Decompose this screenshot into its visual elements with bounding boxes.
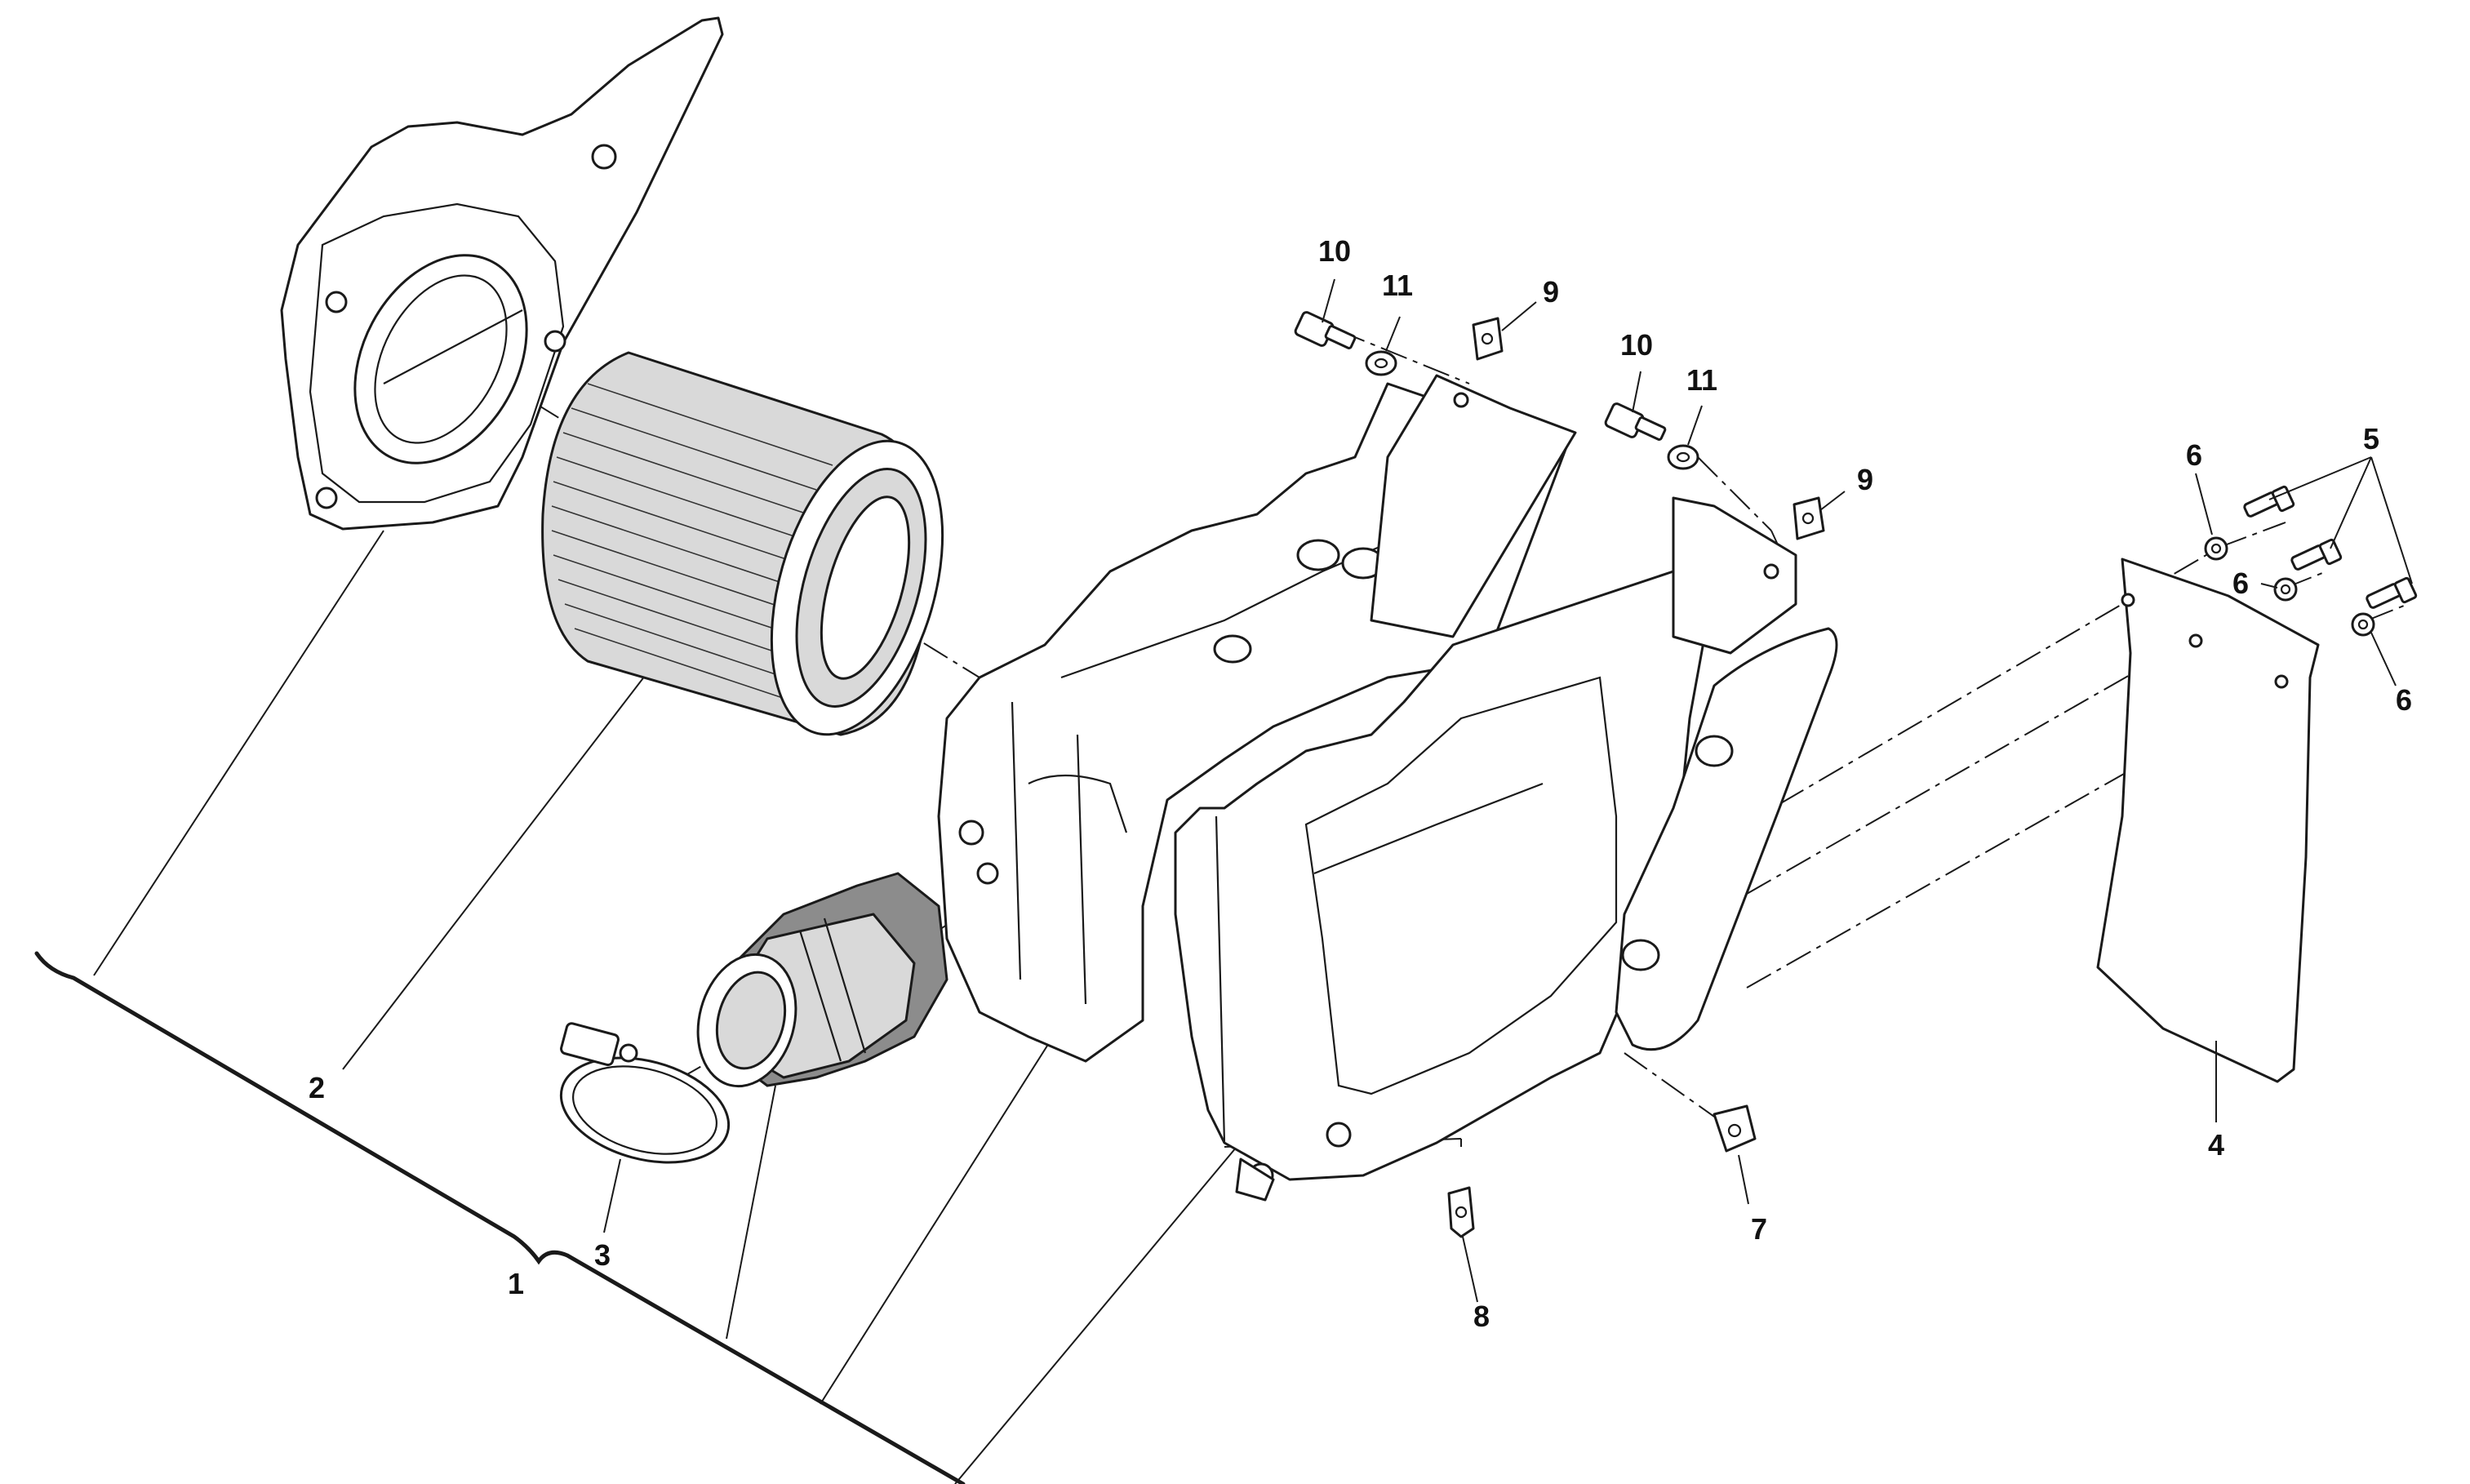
side-panel [2096, 558, 2320, 1083]
leader-lines [93, 530, 2217, 1484]
screw-1 [2243, 485, 2295, 518]
side-bracket [1615, 627, 1838, 1051]
assembly-bracket [34, 951, 966, 1484]
mounting-tab-right [1672, 496, 1797, 655]
callout-6b: 6 [2232, 566, 2249, 600]
intake-boot [696, 872, 948, 1088]
callout-3: 3 [594, 1238, 611, 1272]
hose-clamp [559, 1022, 731, 1164]
filter-pleats [551, 383, 833, 711]
callout-11a: 11 [1382, 269, 1413, 302]
washers-11 [1365, 350, 1699, 470]
screw-3 [2366, 576, 2418, 609]
callout-1: 1 [508, 1267, 524, 1300]
clip-nuts-9 [1472, 317, 1825, 540]
clip-nut-8 [1447, 1186, 1475, 1238]
bolts-10 [1294, 311, 1667, 441]
mounting-tab-left [1370, 374, 1577, 638]
callout-4: 4 [2208, 1128, 2224, 1162]
callout-2: 2 [309, 1071, 325, 1104]
callout-10b: 10 [1620, 328, 1653, 362]
intake-adapter-plate [280, 16, 724, 531]
screw-2 [2290, 538, 2343, 571]
callout-10a: 10 [1318, 234, 1351, 268]
callout-leaders [603, 278, 2413, 1303]
callout-labels: 1 2 3 4 5 6 6 6 7 8 9 9 10 10 11 11 [309, 234, 2412, 1333]
callout-8: 8 [1473, 1300, 1490, 1333]
air-filter-element [541, 351, 944, 736]
clip-nut-7 [1713, 1104, 1757, 1153]
callout-6a: 6 [2186, 438, 2202, 472]
screws [2243, 485, 2418, 609]
air-box-cover [1174, 570, 1708, 1202]
callout-7: 7 [1751, 1212, 1767, 1246]
callout-11b: 11 [1686, 363, 1717, 397]
washers [2204, 536, 2375, 637]
callout-9b: 9 [1857, 463, 1873, 496]
callout-9a: 9 [1543, 275, 1559, 309]
callout-5: 5 [2363, 422, 2379, 455]
callout-6c: 6 [2396, 683, 2412, 717]
